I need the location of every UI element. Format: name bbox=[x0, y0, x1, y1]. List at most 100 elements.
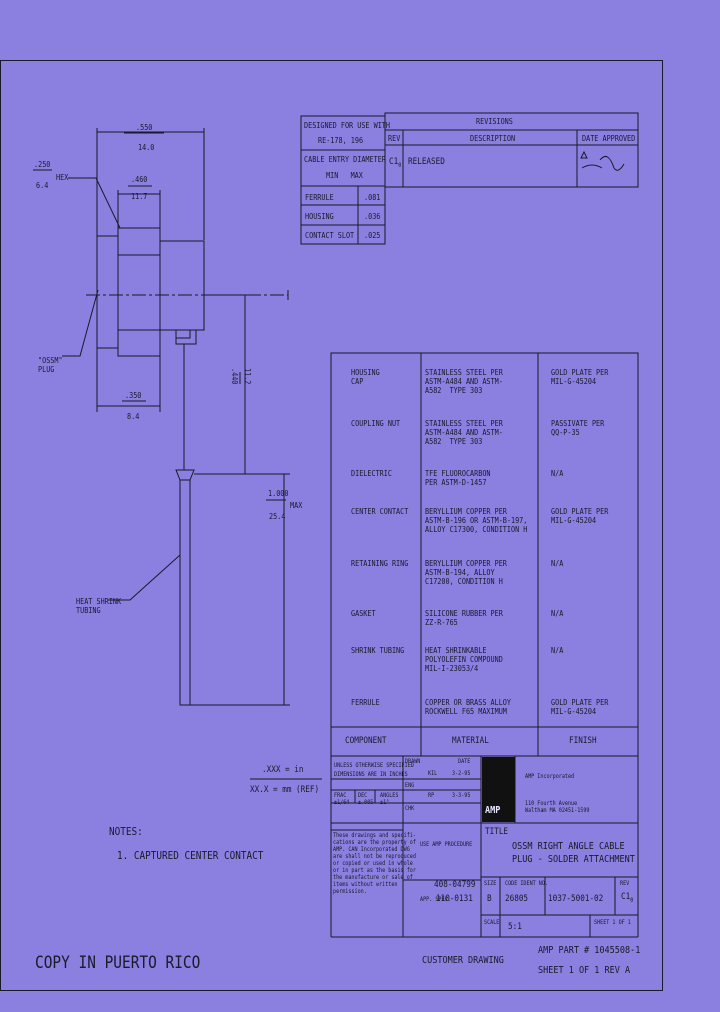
design-row-name: HOUSING bbox=[305, 212, 334, 221]
min-max-label: MIN MAX bbox=[326, 171, 363, 180]
finish-cell: N/A bbox=[551, 559, 564, 568]
company-name: AMP Incorporated bbox=[525, 773, 575, 780]
material-cell: STAINLESS STEEL PER ASTM-A484 AND ASTM- … bbox=[425, 419, 503, 446]
scale-value: 5:1 bbox=[508, 922, 522, 932]
component-cell: GASKET bbox=[351, 609, 376, 618]
cable-entry-label: CABLE ENTRY DIAMETER bbox=[304, 155, 386, 164]
eng-date: 3-3-95 bbox=[452, 792, 471, 799]
dim-base-mm: 8.4 bbox=[127, 412, 140, 421]
eng-by: RP bbox=[428, 792, 435, 799]
ossm-plug-label: "OSSM" PLUG bbox=[38, 356, 63, 374]
amp-part-number: AMP PART # 1045508-1 bbox=[538, 945, 641, 956]
finish-cell: PASSIVATE PER QQ-P-35 bbox=[551, 419, 605, 437]
dim-length-mm: 25.4 bbox=[269, 512, 286, 521]
heat-shrink-label: HEAT SHRINK TUBING bbox=[76, 597, 122, 615]
component-cell: HOUSING CAP bbox=[351, 368, 380, 386]
eng-label: ENG bbox=[405, 782, 415, 789]
footer-sheet: SHEET 1 OF 1 REV A bbox=[538, 965, 631, 976]
cable-ref: RE-178, 196 bbox=[318, 136, 364, 145]
app-spec-number: 110-0131 bbox=[436, 894, 473, 904]
rev-label: REV bbox=[620, 880, 630, 887]
design-row-name: CONTACT SLOT bbox=[305, 231, 355, 240]
component-cell: DIELECTRIC bbox=[351, 469, 392, 478]
app-spec-label: APP. SPEC. bbox=[420, 896, 451, 903]
design-row-value: .081 bbox=[364, 193, 381, 202]
code-ident-label: CODE IDENT NO. bbox=[505, 880, 548, 887]
sheet-border bbox=[0, 60, 663, 991]
copy-location: COPY IN PUERTO RICO bbox=[35, 953, 201, 973]
dim-overall-in: .550 bbox=[136, 123, 153, 132]
design-row-name: FERRULE bbox=[305, 193, 334, 202]
tolerance-frac: FRAC ±1/64 bbox=[334, 792, 350, 806]
dim-base-in: .350 bbox=[125, 391, 142, 400]
title-label: TITLE bbox=[485, 827, 509, 837]
procedure-number: 408-04799 bbox=[434, 880, 476, 890]
dim-hex-mm: 6.4 bbox=[36, 181, 49, 190]
material-header: MATERIAL bbox=[452, 736, 489, 746]
cable-tube bbox=[179, 479, 191, 706]
dim-height-in: .440 bbox=[230, 368, 239, 385]
hex-nut bbox=[117, 227, 161, 357]
dim-nut-in: .460 bbox=[131, 175, 148, 184]
dim-length-max: MAX bbox=[290, 501, 303, 510]
design-row-value: .025 bbox=[364, 231, 381, 240]
chk-label: CHK bbox=[405, 805, 415, 812]
revision-description: RELEASED bbox=[408, 157, 445, 167]
drawn-date: 3-2-95 bbox=[452, 770, 471, 777]
description-column-header: DESCRIPTION bbox=[470, 134, 516, 143]
size-label: SIZE bbox=[484, 880, 497, 887]
dim-overall-mm: 14.0 bbox=[138, 143, 155, 152]
dim-nut-mm: 11.7 bbox=[131, 192, 148, 201]
component-cell: SHRINK TUBING bbox=[351, 646, 405, 655]
finish-cell: N/A bbox=[551, 609, 564, 618]
design-row-value: .036 bbox=[364, 212, 381, 221]
finish-cell: GOLD PLATE PER MIL-G-45204 bbox=[551, 368, 609, 386]
component-cell: COUPLING NUT bbox=[351, 419, 401, 428]
tolerance-angles: ANGLES ±1° bbox=[380, 792, 399, 806]
date-column-header: DATE APPROVED bbox=[582, 134, 636, 143]
finish-header: FINISH bbox=[569, 736, 597, 746]
material-cell: BERYLLIUM COPPER PER ASTM-B-194, ALLOY C… bbox=[425, 559, 507, 586]
tolerance-line1: UNLESS OTHERWISE SPECIFIED bbox=[334, 762, 414, 769]
finish-cell: N/A bbox=[551, 469, 564, 478]
tolerance-dec: DEC ±.005 bbox=[358, 792, 374, 806]
revisions-table bbox=[384, 112, 639, 188]
sheet-label: SHEET 1 OF 1 bbox=[594, 919, 631, 926]
date-label: DATE bbox=[458, 758, 471, 765]
material-cell: COPPER OR BRASS ALLOY ROCKWELL F65 MAXIM… bbox=[425, 698, 511, 716]
dim-length-in: 1.000 bbox=[268, 489, 289, 498]
drawing-number: 1037-5001-02 bbox=[548, 894, 604, 904]
rev-column-header: REV bbox=[388, 134, 401, 143]
code-ident-value: 26805 bbox=[505, 894, 529, 904]
material-cell: TFE FLUOROCARBON PER ASTM-D-1457 bbox=[425, 469, 491, 487]
drawn-by: KIL bbox=[428, 770, 438, 777]
proprietary-notice: These drawings and specifi- cations are … bbox=[333, 832, 416, 895]
materials-table bbox=[330, 352, 639, 757]
tolerance-line2: DIMENSIONS ARE IN INCHES bbox=[334, 771, 408, 778]
material-cell: SILICONE RUBBER PER ZZ-R-765 bbox=[425, 609, 503, 627]
amp-logo-box bbox=[482, 757, 515, 822]
dim-height-mm: 11.2 bbox=[243, 368, 252, 385]
finish-cell: N/A bbox=[551, 646, 564, 655]
dim-hex-in: .250 bbox=[34, 160, 51, 169]
title-rev: C10 bbox=[621, 892, 634, 904]
component-cell: CENTER CONTACT bbox=[351, 507, 409, 516]
units-inch: .XXX = in bbox=[262, 765, 304, 775]
size-value: B bbox=[487, 894, 492, 904]
drawn-label: DRAWN bbox=[405, 758, 421, 765]
finish-cell: GOLD PLATE PER MIL-G-45204 bbox=[551, 698, 609, 716]
material-cell: BERYLLIUM COPPER PER ASTM-B-196 OR ASTM-… bbox=[425, 507, 528, 534]
hex-label: HEX bbox=[56, 173, 69, 182]
amp-logo: AMP bbox=[485, 805, 501, 816]
procedure-label: USE AMP PROCEDURE bbox=[420, 841, 473, 848]
component-cell: RETAINING RING bbox=[351, 559, 409, 568]
material-cell: HEAT SHRINKABLE POLYOLEFIN COMPOUND MIL-… bbox=[425, 646, 503, 673]
component-cell: FERRULE bbox=[351, 698, 380, 707]
component-header: COMPONENT bbox=[345, 736, 387, 746]
finish-cell: GOLD PLATE PER MIL-G-45204 bbox=[551, 507, 609, 525]
revisions-title: REVISIONS bbox=[476, 117, 513, 126]
company-address: 110 Fourth Avenue Waltham MA 02451-1599 bbox=[525, 800, 590, 814]
drawing-title: OSSM RIGHT ANGLE CABLE PLUG - SOLDER ATT… bbox=[512, 841, 635, 865]
scale-label: SCALE bbox=[484, 919, 500, 926]
